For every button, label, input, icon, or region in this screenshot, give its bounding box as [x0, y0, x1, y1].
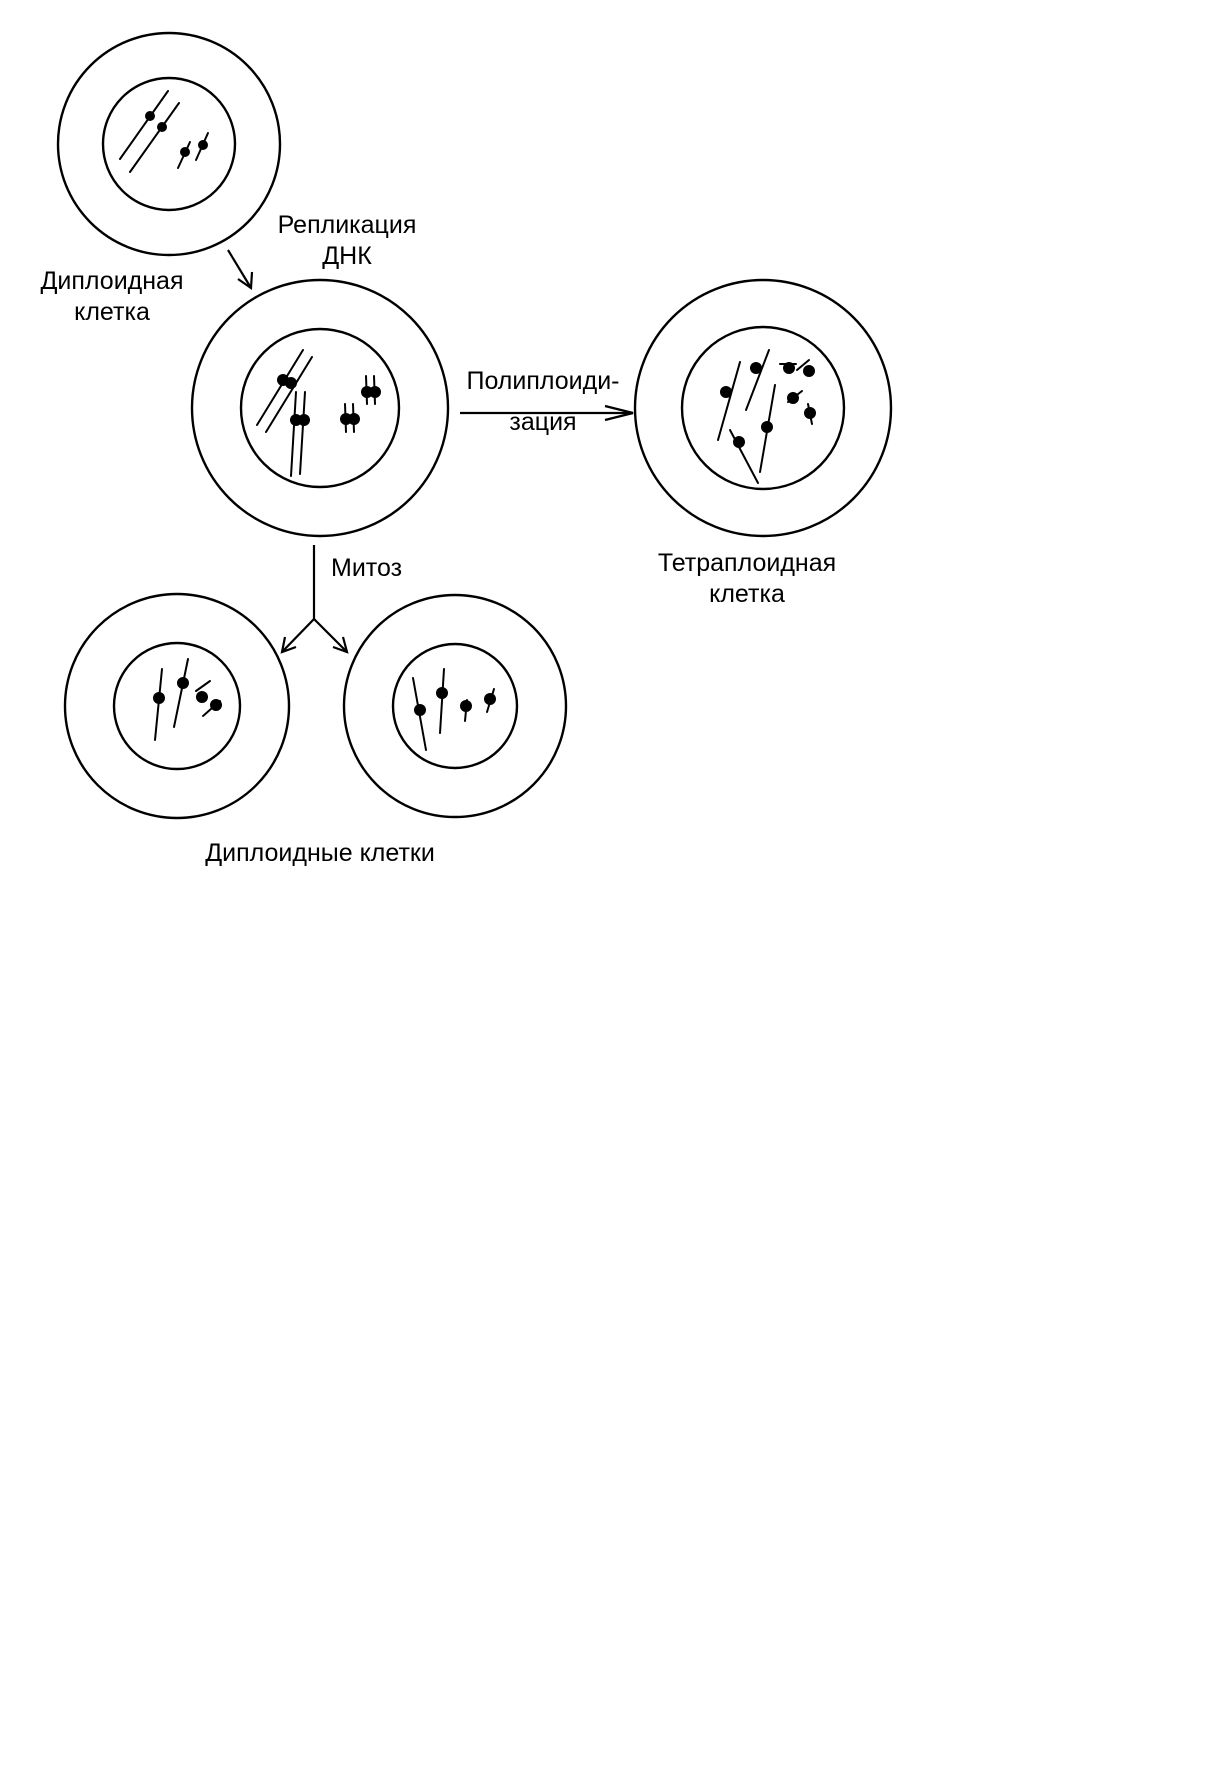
centromere [783, 362, 795, 374]
chromosome [119, 90, 169, 160]
diploid-cell-initial [56, 31, 282, 257]
centromere [750, 362, 762, 374]
mitosis-arrow [280, 545, 349, 654]
polyploidization-arrow [460, 404, 634, 422]
nucleus [101, 76, 237, 212]
replicated-cell [190, 278, 450, 538]
label-mitosis: Митоз [331, 554, 403, 582]
chromosomes [717, 349, 816, 484]
centromere [720, 386, 732, 398]
centromere [210, 699, 222, 711]
chromosome [129, 102, 180, 173]
label-dna-replication: Репликация ДНК [277, 211, 417, 270]
label-polyploidization: Полиплоиди- зация [466, 367, 620, 436]
centromere [180, 147, 190, 157]
cell-membrane [56, 31, 282, 257]
centromere [761, 421, 773, 433]
nucleus [112, 641, 242, 771]
label-diploid-cell: Диплоидная клетка [40, 267, 184, 326]
centromere [196, 691, 208, 703]
nucleus [680, 325, 846, 491]
centromere [414, 704, 426, 716]
replication-arrow [227, 249, 254, 291]
centromere [803, 365, 815, 377]
centromere [198, 140, 208, 150]
nucleus [239, 327, 401, 489]
centromere [484, 693, 496, 705]
chromosomes [153, 658, 222, 741]
chromosomes [119, 90, 209, 173]
centromere [145, 111, 155, 121]
tetraploid-cell [633, 278, 893, 538]
centromere [369, 386, 381, 398]
centromere [157, 122, 167, 132]
centromere [348, 413, 360, 425]
chromosomes [256, 349, 381, 477]
centromere [460, 700, 472, 712]
centromere [153, 692, 165, 704]
centromere [787, 392, 799, 404]
label-diploid-cells: Диплоидные клетки [205, 839, 435, 867]
centromere [298, 414, 310, 426]
chromosomes [412, 668, 496, 751]
diploid-daughter-cell-left [63, 592, 291, 820]
nucleus [391, 642, 519, 770]
centromere [177, 677, 189, 689]
centromere [733, 436, 745, 448]
cell-membrane [633, 278, 893, 538]
label-tetraploid-cell: Тетраплоидная клетка [657, 549, 837, 608]
centromere [285, 377, 297, 389]
cell-membrane [342, 593, 568, 819]
cell-membrane [190, 278, 450, 538]
centromere [436, 687, 448, 699]
centromere [804, 407, 816, 419]
diploid-daughter-cell-right [342, 593, 568, 819]
cell-membrane [63, 592, 291, 820]
